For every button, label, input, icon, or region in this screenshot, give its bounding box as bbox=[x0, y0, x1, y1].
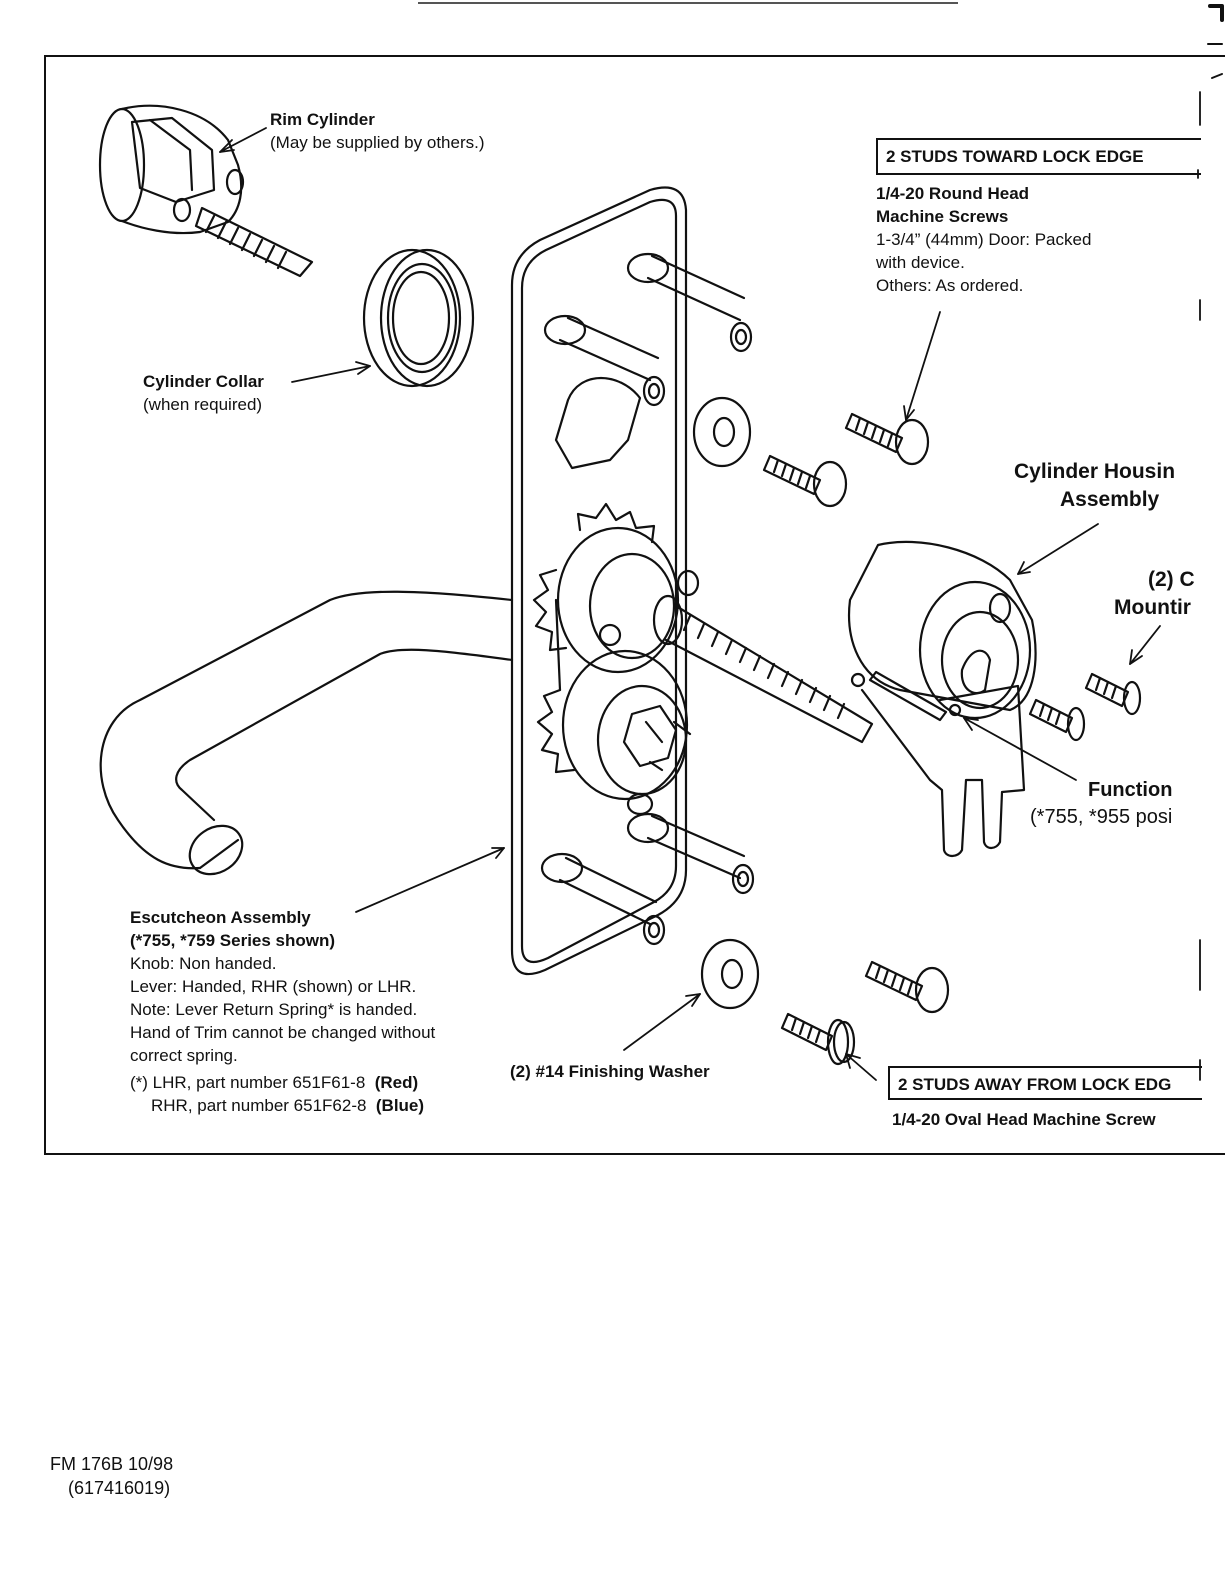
round-head-title-2: Machine Screws bbox=[876, 207, 1009, 226]
lever-handle bbox=[99, 590, 514, 876]
round-head-screw-label: 1/4-20 Round Head Machine Screws 1-3/4” … bbox=[876, 182, 1091, 297]
escutcheon-line-4: Hand of Trim cannot be changed without bbox=[130, 1023, 436, 1042]
finishing-washer-label: (2) #14 Finishing Washer bbox=[510, 1062, 710, 1081]
cylinder-collar-label: Cylinder Collar (when required) bbox=[143, 370, 264, 416]
escutcheon-series: (*755, *759 Series shown) bbox=[130, 931, 336, 950]
escutcheon-title: Escutcheon Assembly bbox=[130, 908, 311, 927]
footer: FM 176B 10/98 (617416019) bbox=[50, 1452, 173, 1500]
lhr-color: (Red) bbox=[374, 1073, 419, 1092]
function-label: Function (*755, *955 posi bbox=[1030, 776, 1202, 830]
hub-assembly bbox=[532, 502, 874, 816]
rim-cylinder-note: (May be supplied by others.) bbox=[270, 133, 485, 152]
rhr-line: RHR, part number 651F62-8 (Blue) bbox=[130, 1094, 435, 1117]
lhr-part: (*) LHR, part number 651F61-8 bbox=[130, 1073, 366, 1092]
cylinder-housing-line-1: Cylinder Housin bbox=[1014, 460, 1176, 483]
cylinder-collar-part bbox=[362, 248, 475, 388]
rhr-part: RHR, part number 651F62-8 bbox=[151, 1096, 367, 1115]
oval-head-screw-label: 1/4-20 Oval Head Machine Screw bbox=[892, 1110, 1156, 1129]
cylinder-housing-line-2: Assembly bbox=[1060, 488, 1160, 511]
cylinder-collar-note: (when required) bbox=[143, 395, 263, 414]
rim-cylinder-label: Rim Cylinder (May be supplied by others.… bbox=[270, 108, 485, 154]
function-line-1: Function bbox=[1088, 779, 1173, 801]
mounting-screws-label: (2) C Mountir bbox=[1114, 566, 1200, 622]
escutcheon-line-1: Knob: Non handed. bbox=[130, 954, 277, 973]
function-line-2: (*755, *955 posi bbox=[1030, 806, 1173, 828]
round-head-line-2: with device. bbox=[876, 253, 965, 272]
studs-away-box: 2 STUDS AWAY FROM LOCK EDG bbox=[888, 1066, 1202, 1100]
escutcheon-line-3: Note: Lever Return Spring* is handed. bbox=[130, 1000, 418, 1019]
mounting-line-1: (2) C bbox=[1148, 568, 1195, 591]
round-head-line-1: 1-3/4” (44mm) Door: Packed bbox=[876, 230, 1092, 249]
round-head-line-3: Others: As ordered. bbox=[876, 276, 1024, 295]
escutcheon-plate bbox=[510, 186, 755, 976]
escutcheon-label: Escutcheon Assembly (*755, *759 Series s… bbox=[130, 906, 435, 1117]
rhr-color: (Blue) bbox=[375, 1096, 425, 1115]
mounting-line-2: Mountir bbox=[1114, 596, 1191, 619]
rim-cylinder-title: Rim Cylinder bbox=[270, 110, 375, 129]
diagram-frame bbox=[44, 55, 1225, 1155]
screws bbox=[762, 412, 1142, 1066]
studs-toward-box: 2 STUDS TOWARD LOCK EDGE bbox=[876, 138, 1201, 175]
cylinder-housing-part bbox=[848, 540, 1037, 858]
escutcheon-line-5: correct spring. bbox=[130, 1046, 238, 1065]
cylinder-collar-title: Cylinder Collar bbox=[143, 372, 264, 391]
top-rule bbox=[418, 2, 958, 4]
washers bbox=[692, 396, 760, 1010]
part-number: (617416019) bbox=[68, 1478, 171, 1498]
lhr-line: (*) LHR, part number 651F61-8 (Red) bbox=[130, 1071, 435, 1094]
edge-marks bbox=[1207, 4, 1224, 79]
round-head-title-1: 1/4-20 Round Head bbox=[876, 184, 1030, 203]
cylinder-housing-label: Cylinder Housin Assembly bbox=[1014, 458, 1200, 514]
escutcheon-line-2: Lever: Handed, RHR (shown) or LHR. bbox=[130, 977, 417, 996]
rim-cylinder-part bbox=[98, 104, 314, 278]
form-number: FM 176B 10/98 bbox=[50, 1454, 174, 1474]
